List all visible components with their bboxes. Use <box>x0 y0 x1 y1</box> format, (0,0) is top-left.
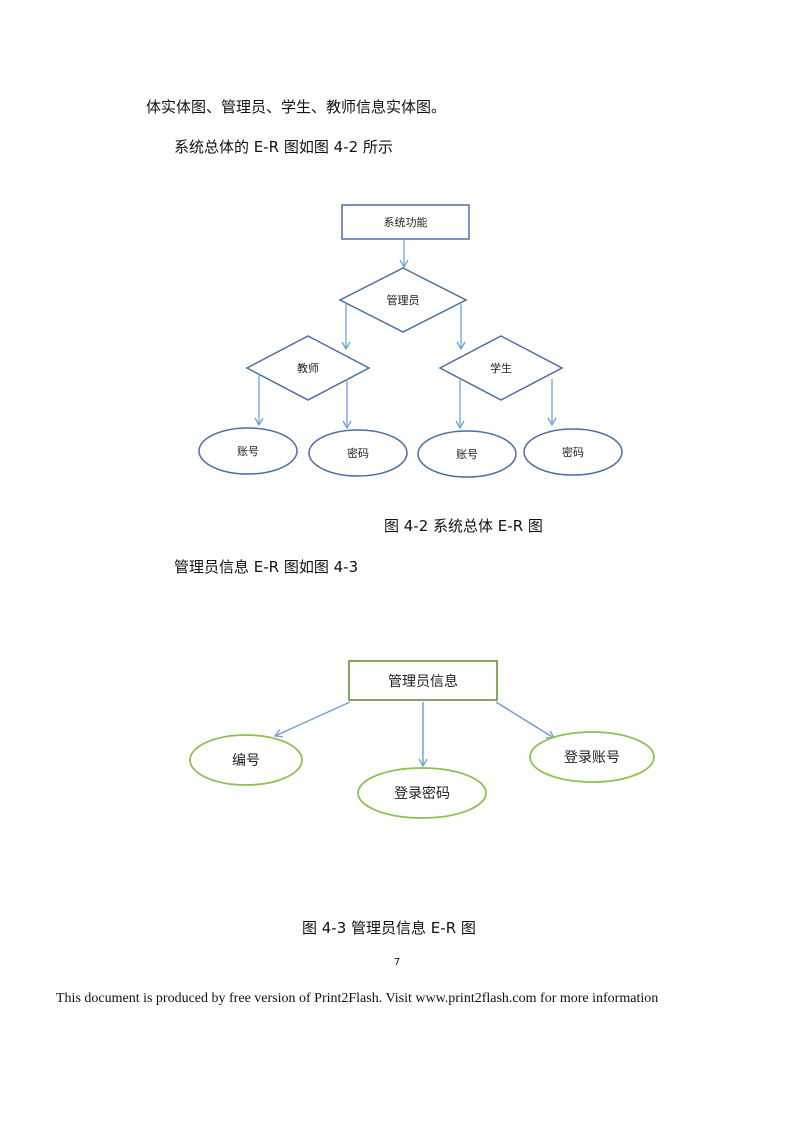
node-account-ellipse <box>529 731 655 783</box>
node-student-password-ellipse <box>523 428 623 476</box>
figure-caption-4-3: 图 4-3 管理员信息 E-R 图 <box>302 919 476 937</box>
node-teacher-password-label: 密码 <box>347 446 369 460</box>
node-student-password-label: 密码 <box>562 445 584 459</box>
node-password-ellipse <box>357 767 487 819</box>
node-teacher-account-ellipse <box>198 427 298 475</box>
node-student-diamond <box>438 335 564 401</box>
body-paragraph-3: 管理员信息 E-R 图如图 4-3 <box>174 558 359 576</box>
node-teacher-label: 教师 <box>297 362 319 375</box>
node-teacher-account-label: 账号 <box>237 445 259 458</box>
node-id-ellipse <box>189 734 303 786</box>
node-admin-label: 管理员 <box>387 293 420 307</box>
node-entity-label: 管理员信息 <box>388 673 458 690</box>
node-teacher-diamond <box>245 335 371 401</box>
footer-notice: This document is produced by free versio… <box>56 991 659 1006</box>
node-admin-diamond <box>338 267 468 333</box>
node-teacher-password-ellipse <box>308 429 408 477</box>
figure-caption-4-2: 图 4-2 系统总体 E-R 图 <box>384 517 543 535</box>
body-paragraph-1: 体实体图、管理员、学生、教师信息实体图。 <box>146 98 447 116</box>
node-root-label: 系统功能 <box>384 215 428 229</box>
arrow-entity-id <box>273 701 351 738</box>
body-paragraph-2: 系统总体的 E-R 图如图 4-2 所示 <box>174 138 393 156</box>
arrow-entity-account <box>495 701 556 739</box>
node-entity-box <box>348 660 498 701</box>
node-student-label: 学生 <box>490 361 512 375</box>
diagram-system-er: 系统功能 管理员 教师 学生 账号 密码 账号 密码 <box>198 204 623 478</box>
node-root-box <box>341 204 470 240</box>
node-student-account-label: 账号 <box>456 448 478 461</box>
diagram-admin-er: 管理员信息 编号 登录密码 登录账号 <box>189 660 655 819</box>
node-student-account-ellipse <box>417 430 517 478</box>
node-id-label: 编号 <box>232 753 260 769</box>
node-account-label: 登录账号 <box>564 750 620 766</box>
node-password-label: 登录密码 <box>394 785 450 802</box>
page-number: 7 <box>393 957 401 968</box>
